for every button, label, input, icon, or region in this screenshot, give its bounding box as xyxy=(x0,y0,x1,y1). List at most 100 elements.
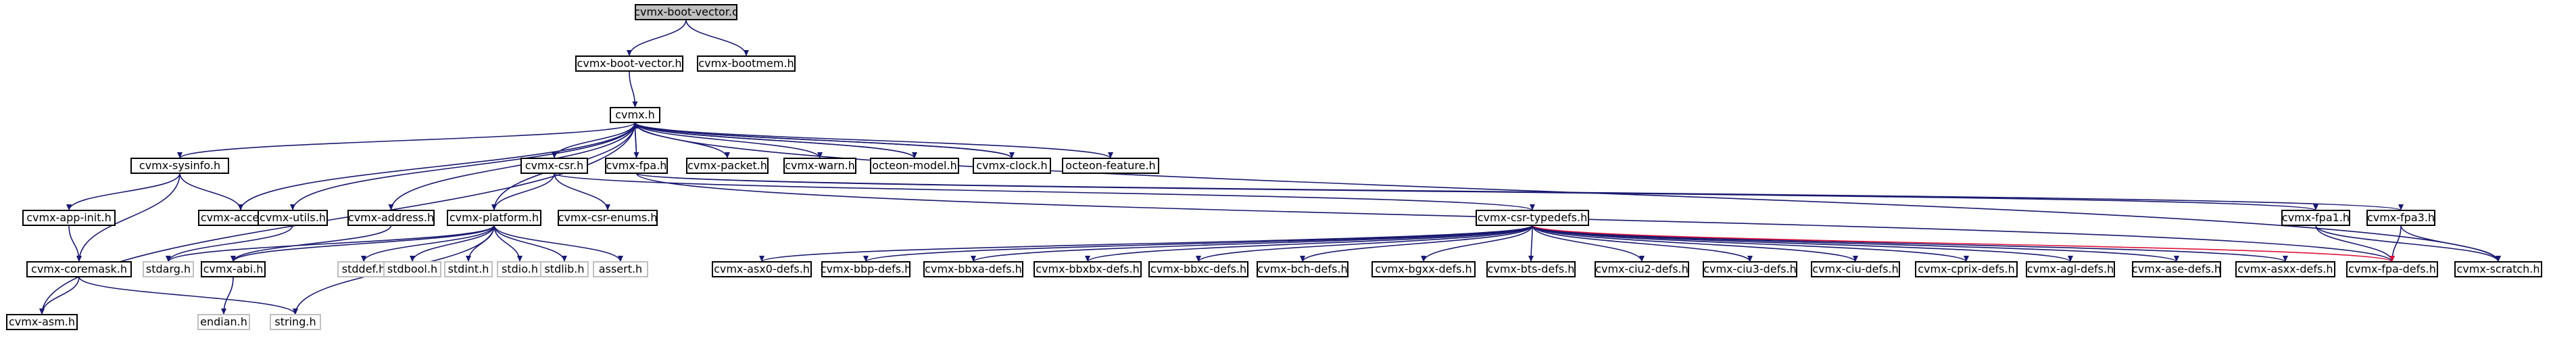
node-sysinfo-h[interactable]: cvmx-sysinfo.h xyxy=(130,158,229,174)
node-label: endian.h xyxy=(200,315,247,328)
node-bbp-defs-h[interactable]: cvmx-bbp-defs.h xyxy=(821,261,912,277)
node-label: cvmx-bbxc-defs.h xyxy=(1150,263,1246,275)
node-box xyxy=(1486,261,1576,277)
node-agl-defs-h[interactable]: cvmx-agl-defs.h xyxy=(2026,261,2115,277)
node-app-init-h[interactable]: cvmx-app-init.h xyxy=(22,210,116,226)
node-box xyxy=(1595,261,1689,277)
node-bts-defs-h[interactable]: cvmx-bts-defs.h xyxy=(1486,261,1576,277)
node-bgxx-defs-h[interactable]: cvmx-bgxx-defs.h xyxy=(1371,261,1476,277)
edge-csr_h-to-platform_h xyxy=(491,173,555,211)
node-box xyxy=(2366,210,2435,226)
node-platform-h[interactable]: cvmx-platform.h xyxy=(447,210,541,226)
edge-csr_h-to-csr_typedefs_h xyxy=(554,173,1535,211)
edge-fpa1_h-to-fpa_defs_h xyxy=(2315,225,2395,263)
node-asm-h[interactable]: cvmx-asm.h xyxy=(6,314,78,330)
edge-fpa1_h-to-scratch_h xyxy=(2315,225,2501,263)
node-label: stdbool.h xyxy=(387,263,437,275)
node-label: stdlib.h xyxy=(544,263,584,275)
node-label: cvmx-bch-defs.h xyxy=(1257,263,1347,275)
node-endian-h: endian.h xyxy=(197,314,250,330)
edge-boot_vector_h-to-cvmx_h xyxy=(629,70,638,108)
node-box xyxy=(2026,261,2115,277)
node-utils-h[interactable]: cvmx-utils.h xyxy=(258,210,328,226)
edge-coremask_h-to-string_h xyxy=(78,276,298,315)
node-box xyxy=(22,210,116,226)
node-box xyxy=(973,158,1051,174)
edge-sysinfo_h-to-app_init_h xyxy=(66,173,180,211)
node-fpa3-h[interactable]: cvmx-fpa3.h xyxy=(2366,210,2435,226)
node-box xyxy=(2281,210,2350,226)
node-bch-defs-h[interactable]: cvmx-bch-defs.h xyxy=(1257,261,1348,277)
node-boot-vector-h[interactable]: cvmx-boot-vector.h xyxy=(575,55,683,72)
node-fpa-defs-h[interactable]: cvmx-fpa-defs.h xyxy=(2346,261,2438,277)
node-coremask-h[interactable]: cvmx-coremask.h xyxy=(26,261,132,277)
edge-cvmx_h-to-sysinfo_h xyxy=(177,122,636,159)
node-csr-typedefs-h[interactable]: cvmx-csr-typedefs.h xyxy=(1476,210,1589,226)
node-boot-vector-c[interactable]: cvmx-boot-vector.c xyxy=(634,4,738,20)
node-label: cvmx-address.h xyxy=(348,211,434,224)
node-box xyxy=(258,210,328,226)
node-bbxa-defs-h[interactable]: cvmx-bbxa-defs.h xyxy=(923,261,1023,277)
node-label: cvmx-coremask.h xyxy=(31,263,127,275)
node-octeon-model-h[interactable]: octeon-model.h xyxy=(870,158,959,174)
node-asxx-defs-h[interactable]: cvmx-asx0-defs.h xyxy=(712,261,812,277)
edge-sysinfo_h-to-access_h xyxy=(179,173,243,211)
node-label: cvmx-bootmem.h xyxy=(698,57,794,70)
file-nodes: cvmx-boot-vector.c cvmx-boot-vector.h cvmx… xyxy=(6,4,2542,330)
node-address-h[interactable]: cvmx-address.h xyxy=(347,210,435,226)
node-label: cvmx-scratch.h xyxy=(2456,263,2539,275)
node-bbxbx-defs-h[interactable]: cvmx-bbxbx-defs.h xyxy=(1034,261,1142,277)
node-box xyxy=(1915,261,2018,277)
node-cvmx-h[interactable]: cvmx.h xyxy=(610,107,660,123)
edge-csr_typedefs_h-to-bts_defs_h xyxy=(1528,225,1534,263)
edge-cvmx_h-to-csr_h xyxy=(552,122,636,159)
node-box xyxy=(1034,261,1142,277)
node-ciu2-defs-h[interactable]: cvmx-ciu2-defs.h xyxy=(1595,261,1689,277)
node-label: cvmx-csr-typedefs.h xyxy=(1478,211,1588,224)
node-scratch-h[interactable]: cvmx-scratch.h xyxy=(2454,261,2542,277)
node-csr-h[interactable]: cvmx-csr.h xyxy=(520,158,588,174)
node-stdio-h: stdio.h xyxy=(497,261,543,277)
node-label: stdint.h xyxy=(448,263,489,275)
node-label: octeon-feature.h xyxy=(1065,159,1155,172)
edge-platform_h-to-stdlib_h xyxy=(493,225,567,263)
node-warn-h[interactable]: cvmx-warn.h xyxy=(783,158,856,174)
node-bbxc-defs-h[interactable]: cvmx-bbxc-defs.h xyxy=(1148,261,1248,277)
edge-platform_h-to-stdio_h xyxy=(493,225,523,263)
node-box xyxy=(697,55,796,72)
node-asxx2-defs-h[interactable]: cvmx-asxx-defs.h xyxy=(2235,261,2335,277)
node-assert-h: assert.h xyxy=(593,261,648,277)
node-octeon-feature-h[interactable]: octeon-feature.h xyxy=(1062,158,1159,174)
node-csr-enums-h[interactable]: cvmx-csr-enums.h xyxy=(558,210,658,226)
edge-boot_vector_c-to-boot_vector_h xyxy=(627,19,687,57)
node-stdbool-h: stdbool.h xyxy=(383,261,441,277)
node-label: cvmx-abi.h xyxy=(203,263,264,275)
node-cprix-defs-h[interactable]: cvmx-cprix-defs.h xyxy=(1915,261,2018,277)
node-label: cvmx-fpa-defs.h xyxy=(2348,263,2436,275)
node-ciu3-defs-h[interactable]: cvmx-ciu3-defs.h xyxy=(1703,261,1797,277)
node-box xyxy=(558,210,658,226)
node-fpa1-h[interactable]: cvmx-fpa1.h xyxy=(2281,210,2350,226)
node-box xyxy=(6,314,78,330)
node-packet-h[interactable]: cvmx-packet.h xyxy=(686,158,769,174)
node-ciu-defs-h[interactable]: cvmx-ciu-defs.h xyxy=(1811,261,1900,277)
node-label: cvmx-csr-enums.h xyxy=(558,211,658,224)
node-bootmem-h[interactable]: cvmx-bootmem.h xyxy=(697,55,796,72)
node-fpa-h[interactable]: cvmx-fpa.h xyxy=(605,158,668,174)
node-abi-h[interactable]: cvmx-abi.h xyxy=(201,261,266,277)
node-box xyxy=(605,158,668,174)
node-label: cvmx-bbp-defs.h xyxy=(821,263,912,275)
node-ase-defs-h[interactable]: cvmx-ase-defs.h xyxy=(2132,261,2221,277)
node-box xyxy=(712,261,812,277)
node-clock-h[interactable]: cvmx-clock.h xyxy=(973,158,1051,174)
edge-csr_typedefs_h-to-agl_defs_h xyxy=(1532,225,2073,263)
edge-csr_typedefs_h-to-bbp_defs_h xyxy=(863,225,1533,263)
edge-platform_h-to-stdarg_h xyxy=(166,225,495,263)
edge-fpa_h-to-cvmx_h xyxy=(632,122,638,159)
node-box xyxy=(347,210,435,226)
edge-cvmx_h-to-utils_h xyxy=(290,122,636,211)
node-label: cvmx-warn.h xyxy=(785,159,855,172)
edge-app_init_h-to-coremask_h xyxy=(68,225,82,263)
edge-csr_typedefs_h-to-bbxc_defs_h xyxy=(1196,225,1533,263)
node-box xyxy=(130,158,229,174)
